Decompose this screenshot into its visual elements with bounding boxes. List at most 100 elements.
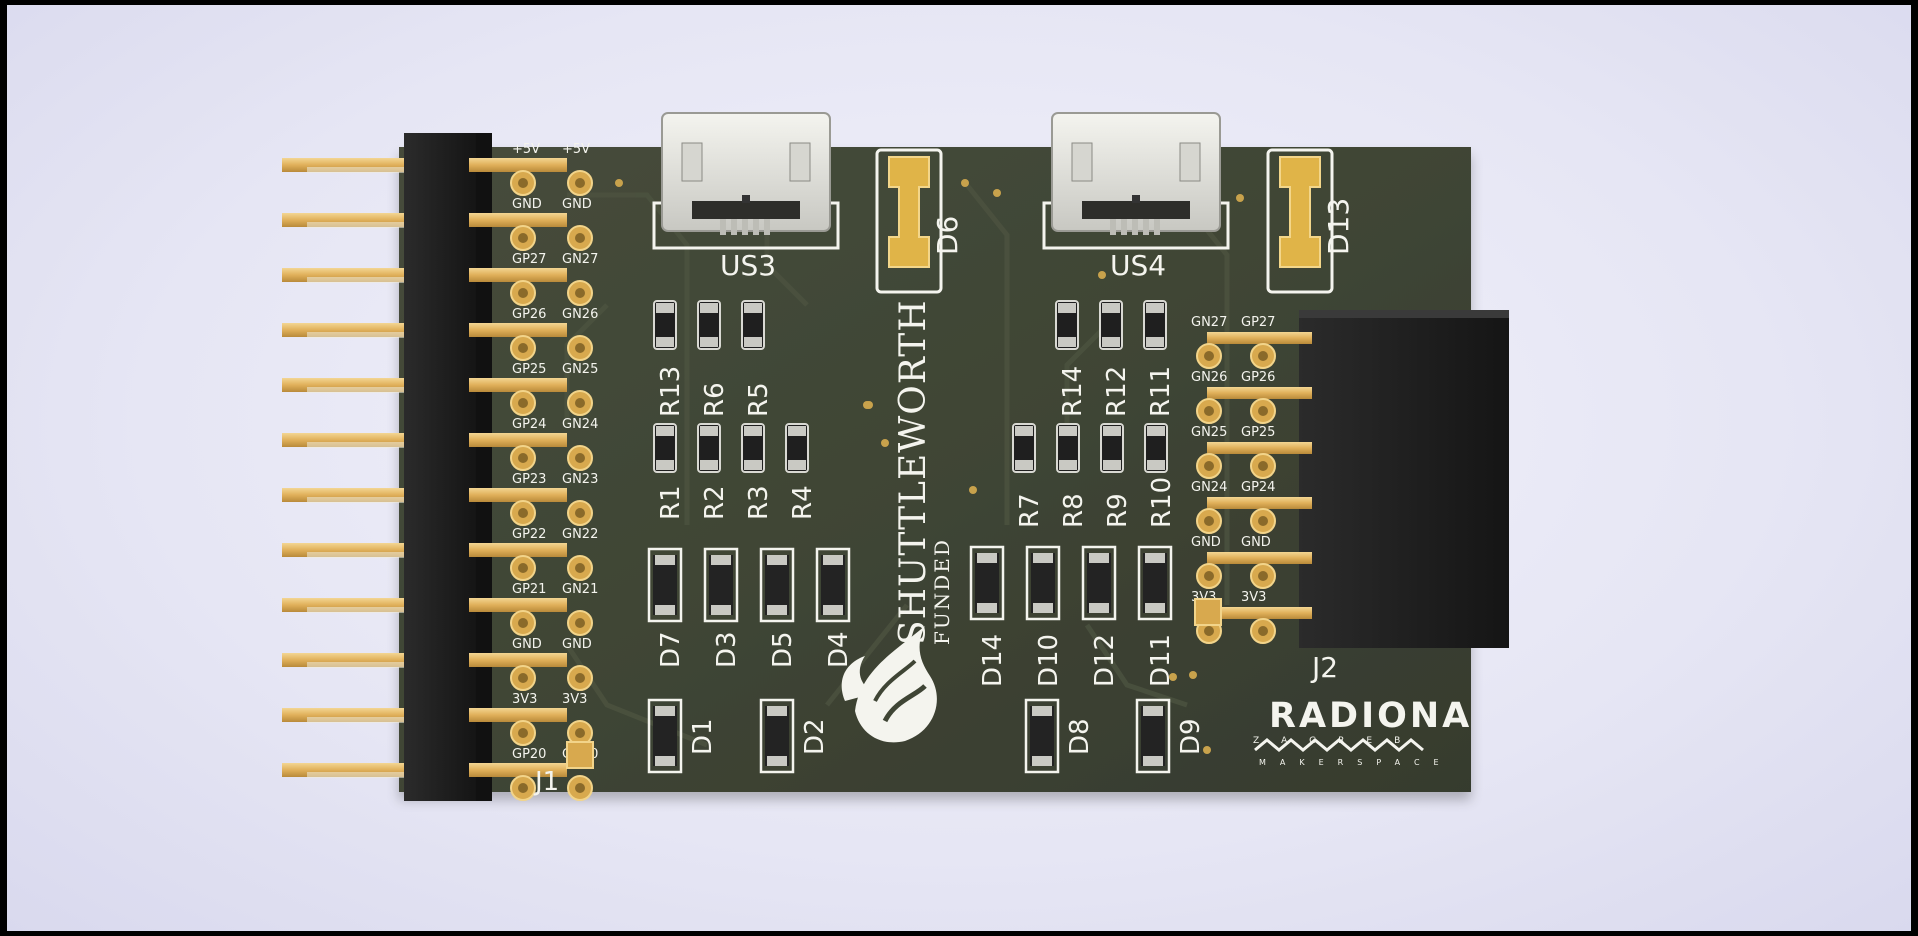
component-designator: D12	[1090, 634, 1120, 687]
diode-terminal	[767, 706, 787, 716]
component-designator: D7	[656, 631, 686, 668]
sponsor-main-text: SHUTTLEWORTH	[893, 299, 934, 645]
diode-terminal	[711, 605, 731, 615]
diode-terminal	[823, 605, 843, 615]
diode-terminal	[1032, 756, 1052, 766]
diode-outline	[969, 545, 1005, 621]
resistor-terminal	[700, 426, 718, 436]
diode-terminal	[767, 756, 787, 766]
j1-pin-shadow	[307, 332, 407, 338]
j1-pad-hole	[575, 563, 585, 573]
j1-label-a: GP23	[512, 472, 546, 487]
diode-terminal	[1033, 553, 1053, 563]
component-designator: R5	[744, 382, 774, 417]
j2-label-b: GP26	[1241, 370, 1275, 385]
j2-label-b: GND	[1241, 535, 1271, 550]
diode-terminal	[1145, 553, 1165, 563]
j1-label-a: GND	[512, 637, 542, 652]
component-designator: D2	[800, 718, 830, 755]
led-pad	[1279, 156, 1321, 268]
j1-label-b: GND	[562, 637, 592, 652]
diode-outline	[647, 547, 683, 623]
j1-pad-hole	[575, 673, 585, 683]
j1-pad-hole	[575, 728, 585, 738]
component-designator: R10	[1147, 477, 1177, 528]
resistor-terminal	[700, 337, 718, 347]
j1-pad-hole	[518, 508, 528, 518]
j1-pin-shadow	[307, 442, 407, 448]
component-designator: D10	[1034, 634, 1064, 687]
j1-pad-hole	[518, 673, 528, 683]
j1-pin-shadow	[307, 387, 407, 393]
usb-connector-us3: US3	[652, 112, 840, 282]
j2-pad-hole	[1204, 406, 1214, 416]
led-outline	[1266, 148, 1334, 294]
j1-pin-shadow	[307, 717, 407, 723]
usb-connector-us4: US4	[1042, 112, 1230, 282]
j1-pin-shadow	[307, 772, 407, 778]
j1-label-a: GP21	[512, 582, 546, 597]
component-designator: D14	[978, 634, 1008, 687]
usb-tab-right	[1179, 142, 1201, 182]
diode-outline	[703, 547, 739, 623]
usb-contact	[1110, 219, 1116, 235]
resistor-terminal	[656, 460, 674, 470]
j2-pad-hole	[1204, 461, 1214, 471]
component-designator: R6	[700, 382, 730, 417]
j1-pad-hole	[518, 233, 528, 243]
usb-designator: US3	[720, 249, 776, 282]
j1-pad-hole	[518, 343, 528, 353]
component-designator: D3	[712, 631, 742, 668]
component-designator: D9	[1176, 718, 1206, 755]
resistor-terminal	[1058, 337, 1076, 347]
j1-pad-hole	[518, 288, 528, 298]
resistor-terminal	[1146, 337, 1164, 347]
component-designator: R7	[1015, 493, 1045, 528]
diode-terminal	[977, 553, 997, 563]
diode-terminal	[767, 605, 787, 615]
j2-pad-hole	[1204, 351, 1214, 361]
resistor-terminal	[1147, 426, 1165, 436]
usb-notch	[1132, 195, 1140, 203]
diode-outline	[759, 547, 795, 623]
j1-pad-hole	[518, 563, 528, 573]
j1-pad-hole	[518, 783, 528, 793]
led-outline	[875, 148, 943, 294]
component-designator: D8	[1065, 718, 1095, 755]
j2-pin	[1207, 552, 1312, 564]
j1-label-b: GN27	[562, 252, 598, 267]
resistor-terminal	[744, 303, 762, 313]
j1-label-b: 3V3	[562, 692, 587, 707]
diode-outline	[1137, 545, 1173, 621]
j2-pin	[1207, 607, 1312, 619]
resistor-terminal	[1015, 426, 1033, 436]
j2-label-b: GP27	[1241, 315, 1275, 330]
resistor-terminal	[744, 337, 762, 347]
j1-label-a: GP24	[512, 417, 546, 432]
j2-pad-hole	[1204, 626, 1214, 636]
usb-tab-left	[1071, 142, 1093, 182]
vias	[615, 179, 1244, 754]
diode-terminal	[655, 706, 675, 716]
usb-opening	[1082, 201, 1190, 219]
usb-contact	[742, 219, 748, 235]
radiona-zigzag-icon	[1254, 738, 1424, 752]
j1-pad-hole	[518, 178, 528, 188]
radiona-subtext-1: ZAGREB	[1253, 736, 1422, 746]
component-designator: R2	[700, 485, 730, 520]
j2-pad-square	[1194, 598, 1222, 626]
resistor-terminal	[744, 426, 762, 436]
diode-terminal	[1143, 706, 1163, 716]
resistor-terminal	[1059, 460, 1077, 470]
diode-outline	[815, 547, 851, 623]
usb-contact	[1121, 219, 1127, 235]
component-designator: R11	[1146, 366, 1176, 417]
diode-terminal	[1089, 553, 1109, 563]
j1-label-b: GND	[562, 197, 592, 212]
j1-designator: J1	[533, 767, 559, 797]
j2-label-a: GN24	[1191, 480, 1227, 495]
j1-pin-stub	[469, 598, 567, 612]
j2-pin	[1207, 387, 1312, 399]
